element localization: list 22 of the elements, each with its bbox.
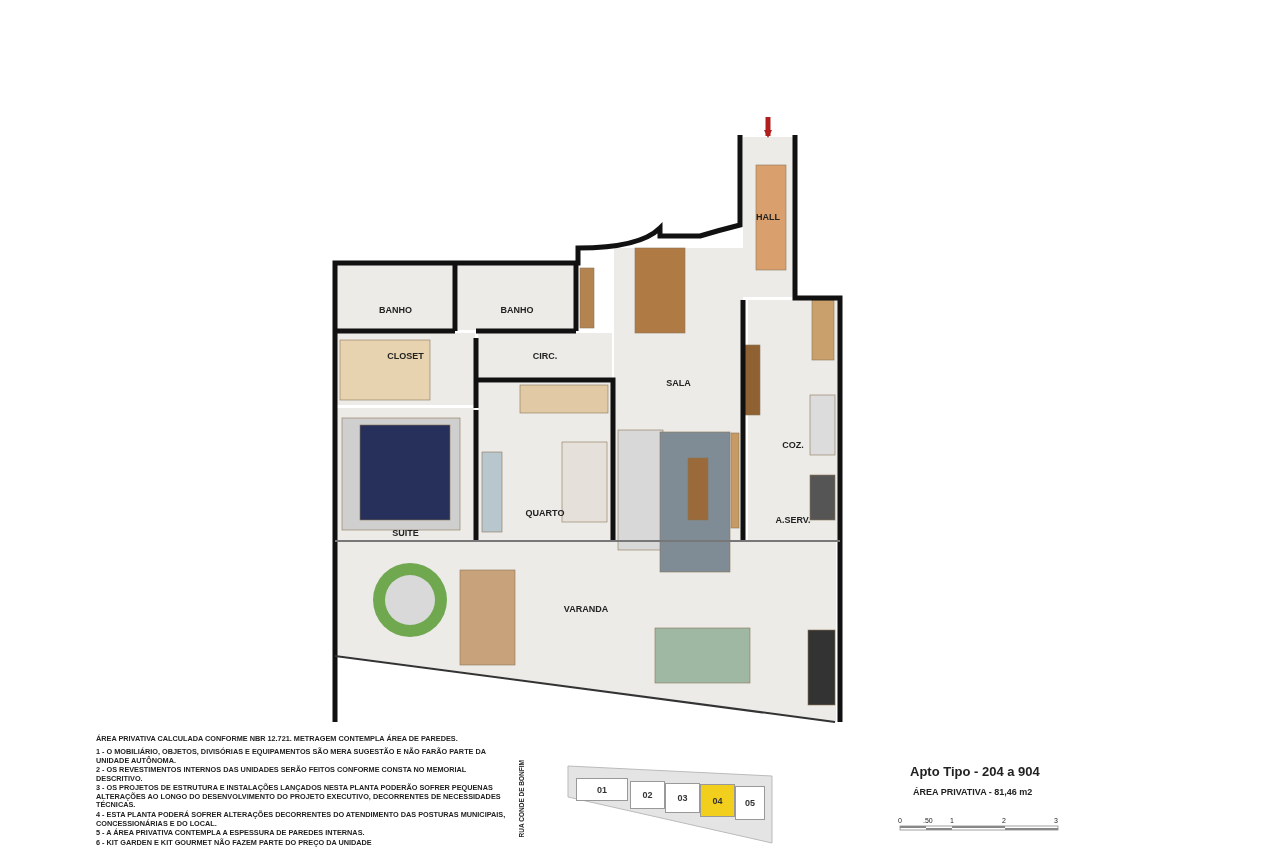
room-name: HALL <box>756 212 780 222</box>
room-name: CIRC. <box>532 351 558 361</box>
area-text: ÁREA PRIVATIVA - 81,46 m2 <box>913 788 1033 796</box>
room-name: COZ. <box>782 440 804 450</box>
title: Apto Tipo - 204 a 904 <box>910 764 1040 779</box>
room-name: A.SERV. <box>775 515 811 525</box>
room-name: SUITE <box>392 528 419 538</box>
room-area <box>458 265 576 330</box>
room-area <box>478 333 612 380</box>
room-name: VARANDA <box>563 604 609 614</box>
unit-block: 01 <box>576 778 628 801</box>
room-name: BANHO <box>379 305 412 315</box>
room-name: SALA <box>666 378 691 388</box>
room-area <box>336 265 455 330</box>
room-name: CLOSET <box>387 351 424 361</box>
room-name: BANHO <box>500 305 534 315</box>
entrance-arrow <box>764 117 772 138</box>
unit-block: 03 <box>665 783 700 813</box>
unit-block: 04 <box>700 784 735 817</box>
room-name: QUARTO <box>525 508 565 518</box>
unit-block: 02 <box>630 781 665 809</box>
unit-block: 05 <box>735 786 765 820</box>
